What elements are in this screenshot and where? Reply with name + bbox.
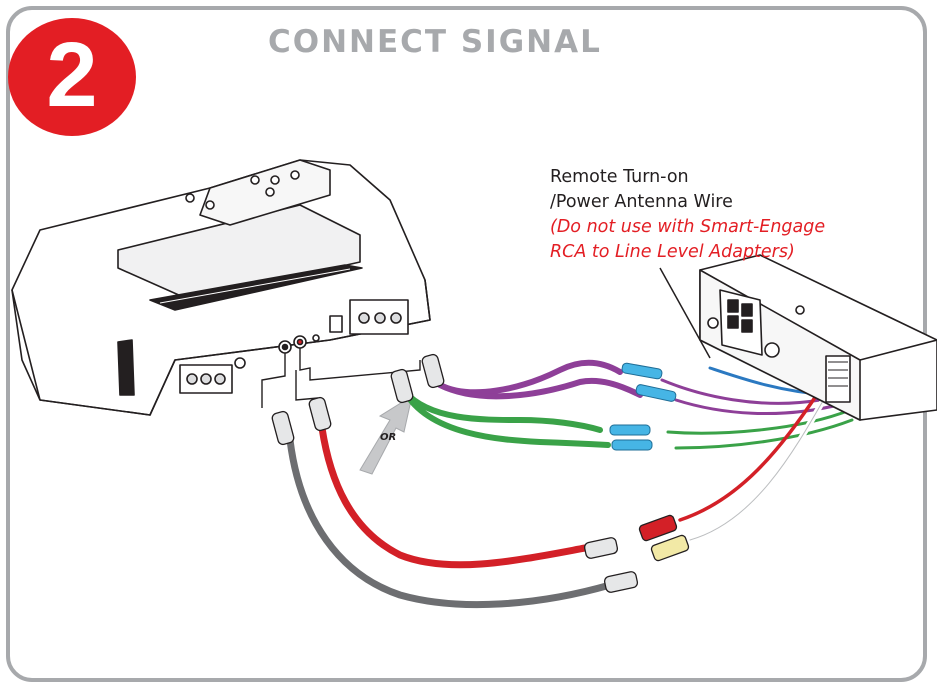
note-line-2: /Power Antenna Wire (550, 192, 733, 212)
rca-plugs (271, 353, 690, 593)
step-number: 2 (46, 24, 98, 126)
butt-connectors (609, 362, 677, 451)
note-warning-line-1: (Do not use with Smart-Engage (550, 217, 826, 237)
remote-wire-note: Remote Turn-on /Power Antenna Wire (Do n… (550, 165, 930, 265)
green-speaker-wires (402, 389, 854, 450)
page-title: CONNECT SIGNAL (268, 24, 602, 60)
head-unit-illustration (699, 254, 937, 421)
gray-rca-cable (286, 436, 614, 609)
or-arrow: OR (359, 394, 413, 475)
note-line-1: Remote Turn-on (550, 167, 689, 187)
amplifier-illustration (11, 159, 431, 416)
step-number-badge: 2 (8, 18, 136, 136)
or-label: OR (380, 432, 396, 443)
label-leader-line (659, 267, 711, 359)
note-warning-line-2: RCA to Line Level Adapters) (550, 242, 795, 262)
red-rca-cable (318, 424, 589, 569)
jack-leader-lines (261, 348, 421, 408)
